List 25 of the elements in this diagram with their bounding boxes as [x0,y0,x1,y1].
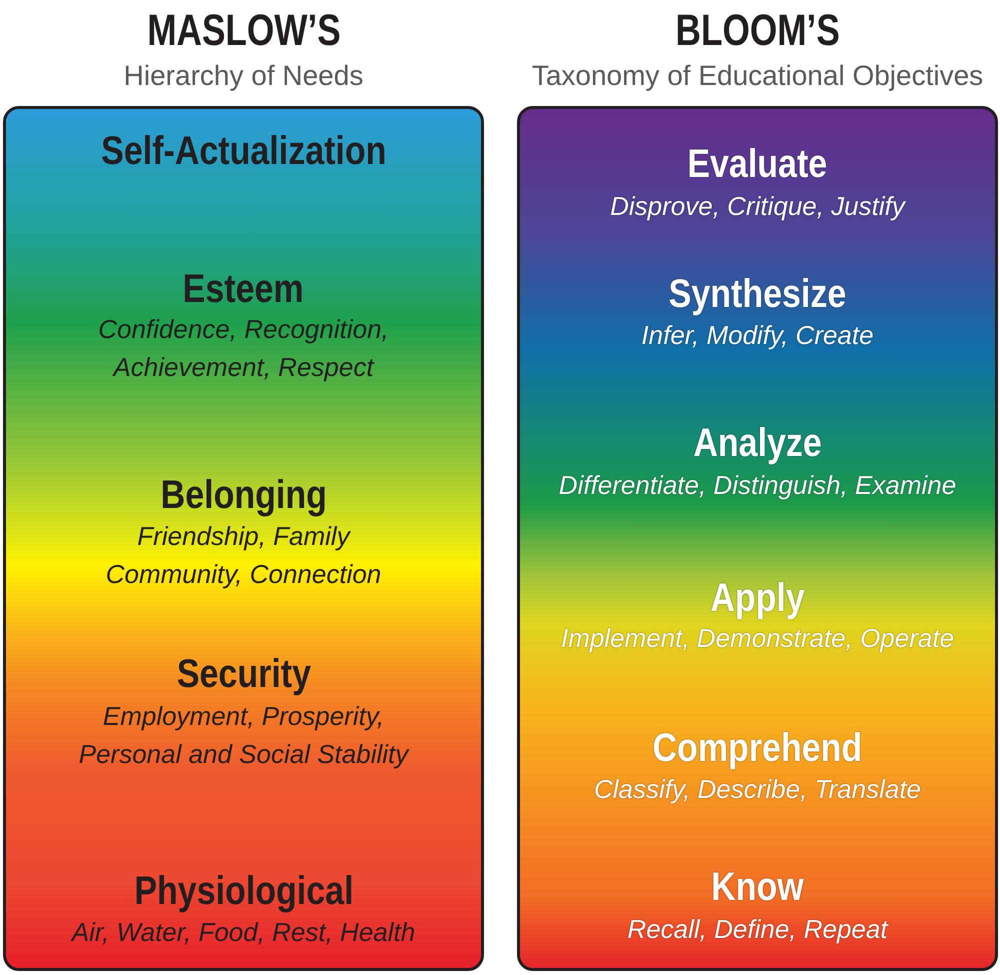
panel-heading: MASLOW’S [146,8,340,54]
level-title: Synthesize [668,272,846,316]
level-examples: Disprove, Critique, Justify [610,191,905,221]
level-title: Analyze [693,421,822,465]
level-title: Apply [710,576,805,620]
level-title: Security [176,652,311,696]
level-title: Self-Actualization [100,129,386,173]
panel-subheading: Hierarchy of Needs [124,60,364,92]
level-title: Esteem [183,267,304,311]
panel-heading: BLOOM’S [675,8,840,54]
level-title: Physiological [134,869,354,913]
level-examples: Air, Water, Food, Rest, Health [72,917,416,947]
level-title: Know [711,865,804,909]
level-examples: Differentiate, Distinguish, Examine [558,470,956,500]
level-title: Evaluate [688,142,828,186]
level-title: Comprehend [652,726,862,770]
level-examples: Confidence, Recognition, Achievement, Respect [98,314,389,382]
level-examples: Implement, Demonstrate, Operate [560,623,954,653]
level-title: Belonging [160,473,327,517]
level-examples: Employment, Prosperity, Personal and Social Stability [78,701,408,769]
level-examples: Classify, Describe, Translate [594,774,922,804]
panel-subheading: Taxonomy of Educational Objectives [532,60,984,92]
level-examples: Recall, Define, Repeat [627,914,888,944]
level-examples: Friendship, Family Community, Connection [106,521,382,589]
level-examples: Infer, Modify, Create [641,320,874,350]
